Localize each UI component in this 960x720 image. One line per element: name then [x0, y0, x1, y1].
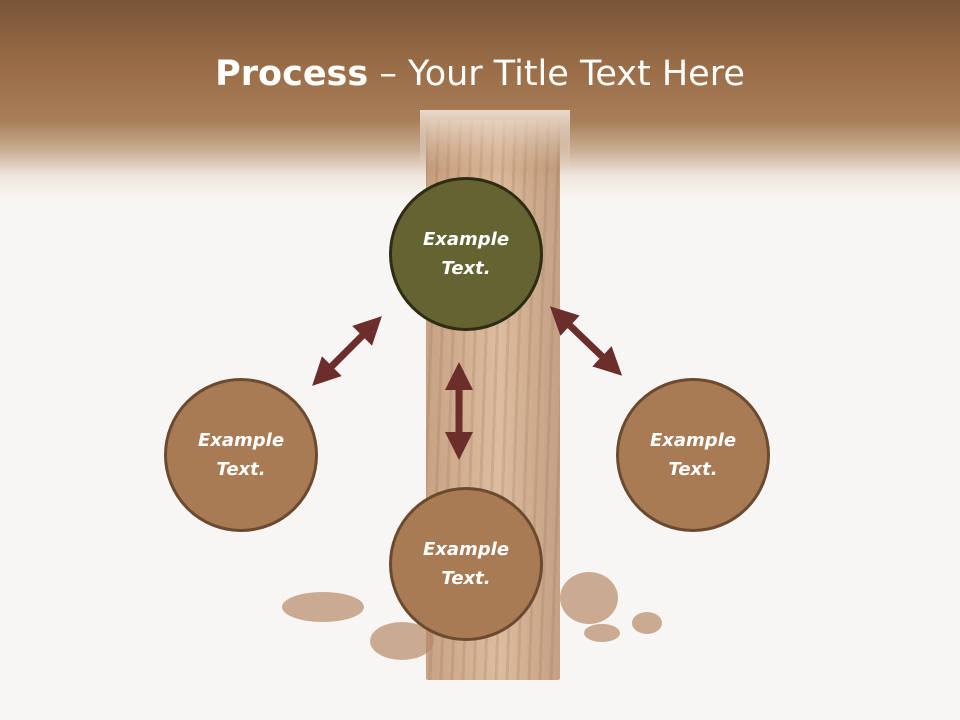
title-rest: – Your Title Text Here: [368, 54, 745, 94]
rock: [584, 624, 620, 642]
title-bold: Process: [215, 54, 369, 94]
double-arrow-left: [312, 316, 382, 386]
circle-bottom-line2: Text.: [441, 568, 491, 589]
circle-left-line1: Example: [197, 430, 285, 451]
trunk-fade: [420, 110, 570, 170]
slide-title[interactable]: Process – Your Title Text Here: [0, 50, 960, 98]
circle-left-line2: Text.: [216, 459, 266, 480]
circle-bottom-line1: Example: [422, 539, 510, 560]
circle-right-line1: Example: [649, 430, 737, 451]
circle-top-line1: Example: [422, 229, 510, 250]
rock: [632, 612, 662, 634]
rock: [282, 592, 364, 622]
rock: [560, 572, 618, 624]
circle-top-line2: Text.: [441, 258, 491, 279]
double-arrow-right: [549, 306, 623, 376]
circle-right-line2: Text.: [668, 459, 718, 480]
